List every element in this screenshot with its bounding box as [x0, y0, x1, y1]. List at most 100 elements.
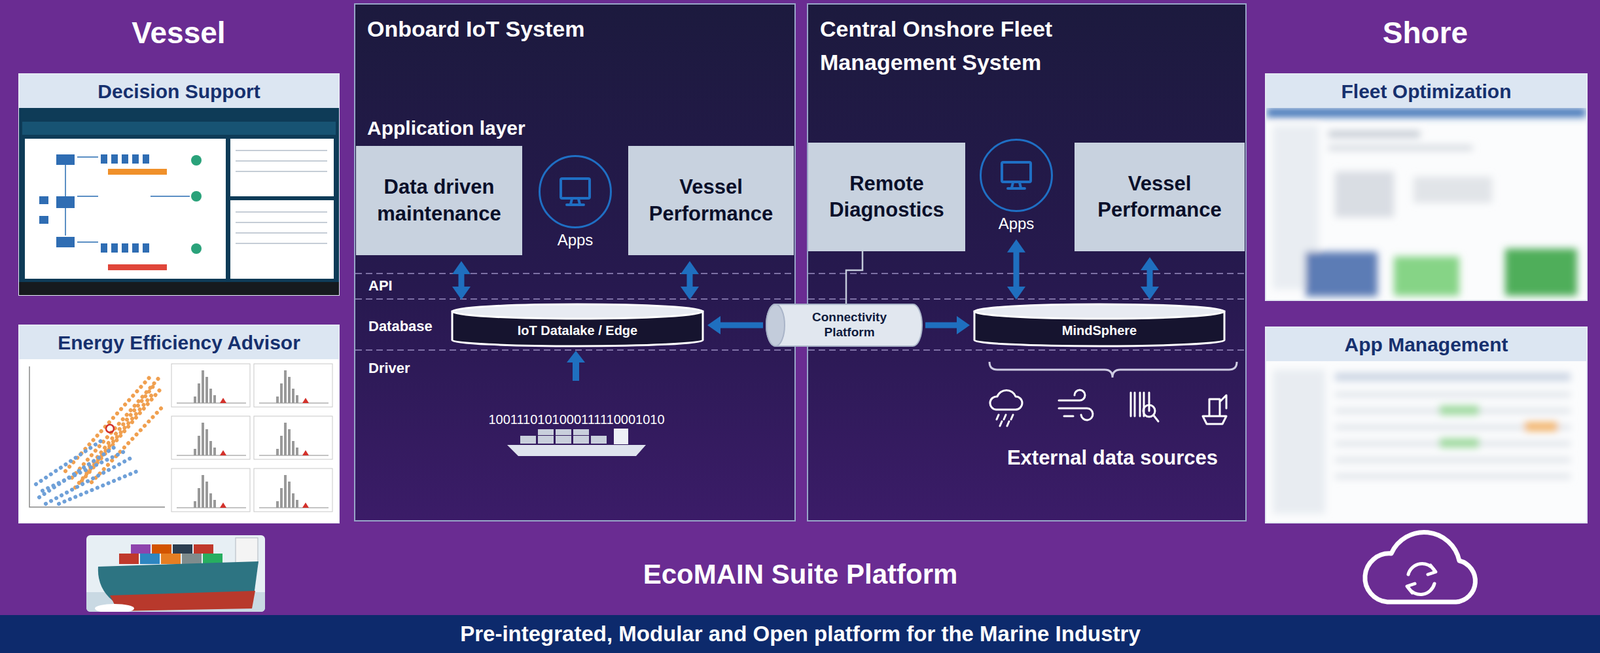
arrow-head [680, 261, 699, 275]
vessel-icon [555, 429, 572, 436]
ship-photo [181, 553, 202, 565]
decision-support-screenshot [230, 138, 334, 197]
energy-efficiency-chart [18, 359, 339, 523]
energy-efficiency-chart [75, 392, 154, 488]
arrow-head [680, 286, 699, 300]
decision-support-screenshot [191, 243, 202, 254]
app-management-screenshot [1334, 474, 1571, 479]
decision-support-screenshot [111, 154, 118, 164]
platform-caption: Pre-integrated, Modular and Open platfor… [276, 621, 1324, 648]
label-anchor: Database [368, 318, 447, 336]
card-title: Fleet Optimization [1266, 80, 1587, 103]
process-box: Remote Diagnostics [808, 142, 966, 252]
decision-support-screenshot [235, 221, 328, 224]
data-input-arrow [572, 361, 580, 381]
decision-support-screenshot [191, 191, 202, 202]
monitor-icon [1001, 162, 1031, 182]
annotation-label: Database [368, 318, 447, 336]
connector-line [687, 272, 694, 288]
decision-support-screenshot [235, 170, 328, 173]
app-management-screenshot [1439, 405, 1479, 415]
panel-title: Central Onshore Fleet Management System [819, 12, 1128, 80]
system-panel: Central Onshore Fleet Management SystemR… [806, 3, 1247, 522]
energy-efficiency-chart [81, 389, 161, 481]
ship-photo [119, 544, 223, 565]
energy-efficiency-chart [65, 376, 151, 472]
connector-arrow [846, 251, 863, 304]
arrow-head [1140, 286, 1159, 300]
card-title: Energy Efficiency Advisor [19, 331, 339, 355]
connector-arrow [925, 316, 970, 335]
arrow-head [1007, 286, 1026, 300]
energy-efficiency-chart [253, 416, 333, 460]
process-box: Vessel Performance [1074, 142, 1245, 252]
decision-support-screenshot [107, 264, 167, 271]
monitor-icon [1007, 182, 1025, 189]
annotation-label: 1001110101000111110001010 [439, 411, 714, 428]
cloud-sync-icon [1427, 565, 1436, 575]
header-band: App Management [1266, 327, 1587, 362]
fleet-optimization-screenshot [1266, 107, 1587, 300]
app-management-screenshot [1272, 369, 1326, 514]
energy-efficiency-chart [253, 468, 333, 512]
card-title: Decision Support [19, 80, 339, 103]
decision-support-screenshot [65, 157, 190, 243]
process-box: Vessel Performance [628, 145, 794, 256]
arrow-head [707, 316, 721, 335]
ship-photo [130, 544, 151, 554]
fleet-optimization-screenshot [1393, 256, 1460, 296]
cylinder-label: MindSphere [985, 322, 1214, 339]
layer-divider [808, 272, 1246, 275]
decision-support-screenshot [132, 154, 139, 164]
ship-photo [172, 544, 193, 554]
energy-efficiency-chart [18, 359, 339, 523]
decision-support-screenshot [132, 243, 139, 253]
external-source-icons [990, 390, 1023, 410]
connector-arrow [1140, 257, 1159, 300]
apps-circle: Apps [538, 155, 612, 229]
fleet-optimization-screenshot [1328, 145, 1473, 151]
layer-divider [808, 349, 1246, 351]
connector-line [846, 251, 863, 304]
energy-efficiency-chart [71, 376, 161, 478]
label-anchor: 1001110101000111110001010 [439, 411, 714, 428]
external-source-icons [990, 390, 1227, 427]
decision-support-screenshot [39, 215, 49, 224]
decision-support-screenshot [18, 107, 339, 296]
energy-efficiency-chart [86, 384, 155, 472]
database-cylinder: MindSphere [972, 302, 1227, 349]
decision-support-screenshot [235, 242, 328, 245]
decision-support-screenshot [191, 155, 202, 254]
decision-support-screenshot [24, 138, 226, 279]
external-source-icons [1130, 392, 1150, 417]
energy-efficiency-chart [35, 438, 138, 504]
decision-support-screenshot [235, 150, 328, 244]
energy-efficiency-chart [106, 424, 114, 433]
platform-title: EcoMAIN Suite Platform [473, 558, 1128, 591]
connector-line [925, 322, 959, 329]
connector-line [1147, 268, 1154, 288]
label-anchor: Application layer [367, 116, 629, 141]
monitor-icon [560, 162, 1031, 205]
cloud-sync-icon [1365, 532, 1476, 603]
header-band: Energy Efficiency Advisor [19, 325, 339, 360]
decision-support-screenshot [18, 107, 339, 296]
app-management-screenshot [1266, 361, 1587, 523]
annotation-label: Driver [368, 359, 447, 377]
layer-divider [808, 298, 1246, 300]
layer-divider [355, 272, 795, 275]
app-management-screenshot [1334, 458, 1571, 463]
energy-efficiency-chart [171, 416, 250, 460]
decision-support-screenshot [235, 232, 328, 234]
fleet-optimization-screenshot [1413, 176, 1493, 203]
energy-efficiency-chart [171, 468, 250, 512]
decision-support-screenshot [111, 243, 118, 253]
data-input-arrow [566, 350, 586, 363]
apps-label: Apps [509, 231, 641, 250]
monitor-icon [1001, 162, 1031, 189]
app-management-screenshot [1272, 369, 1571, 514]
annotation-label: Vessel [21, 15, 336, 52]
card-title: App Management [1266, 333, 1587, 356]
layer-divider [355, 273, 1246, 351]
